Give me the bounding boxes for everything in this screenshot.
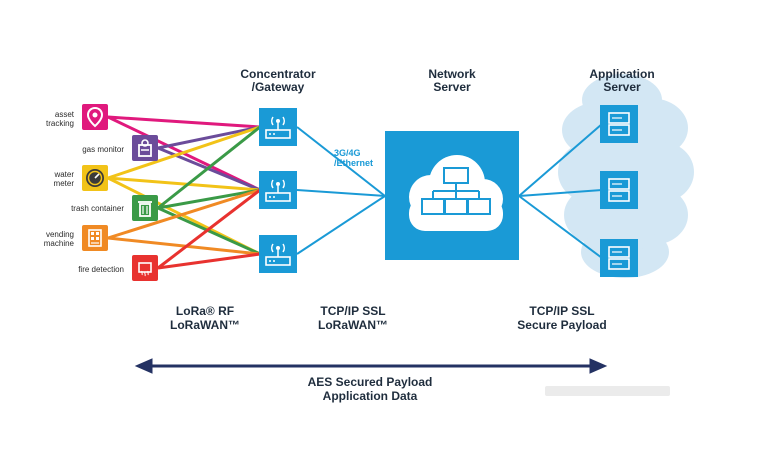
device-label-vending-machine: vending machine [43,230,74,248]
gas-meter-icon [138,139,152,157]
water-gauge-icon [86,169,104,187]
app-server-2 [600,171,638,209]
device-label-fire-detection: fire detection [78,265,124,274]
vending-machine-links [107,188,261,256]
watermark [545,386,670,396]
server-rack-icon [608,246,630,270]
tcp-ip-lorawan-label: TCP/IP SSL LoRaWAN™ [318,304,388,332]
vending-machine-icon [88,229,102,247]
lora-rf-label: LoRa® RF LoRaWAN™ [170,304,240,332]
smoke-detector-icon [138,262,152,277]
app-server-3 [600,239,638,277]
asset-tracking-tile [82,104,108,130]
app-server-1 [600,105,638,143]
link-type-label: 3G/4G /Ethernet [334,148,374,168]
water-meter-tile [82,165,108,191]
trash-can-icon [138,201,152,217]
gateway-to-network-links [296,126,386,255]
trash-container-tile [132,195,158,221]
aes-arrow [134,358,608,374]
gateway-1 [259,108,297,146]
gateway-radio-icon [265,116,291,139]
gateway-3 [259,235,297,273]
server-rack-icon [608,112,630,136]
aes-label: AES Secured Payload Application Data [307,375,433,403]
fire-detection-tile [132,255,158,281]
gateway-header: Concentrator /Gateway [240,67,316,94]
gateway-radio-icon [265,179,291,202]
vending-machine-tile [82,225,108,251]
app-server-header: Application Server [589,67,655,94]
device-label-asset-tracking: asset tracking [45,110,74,128]
device-label-trash-container: trash container [71,204,124,213]
gateway-2 [259,171,297,209]
gas-monitor-tile [132,135,158,161]
map-pin-icon [86,106,104,128]
tcp-ip-secure-payload-label: TCP/IP SSL Secure Payload [517,304,607,332]
network-to-app-links [518,123,603,259]
device-label-water-meter: water meter [53,170,74,188]
device-label-gas-monitor: gas monitor [82,145,124,154]
network-server-box [385,131,519,260]
cloud-network-icon [409,155,503,231]
fire-detection-links [157,188,261,270]
gas-monitor-links [157,125,261,192]
gateway-radio-icon [265,243,291,266]
server-rack-icon [608,178,630,202]
network-server-header: Network Server [428,67,476,94]
